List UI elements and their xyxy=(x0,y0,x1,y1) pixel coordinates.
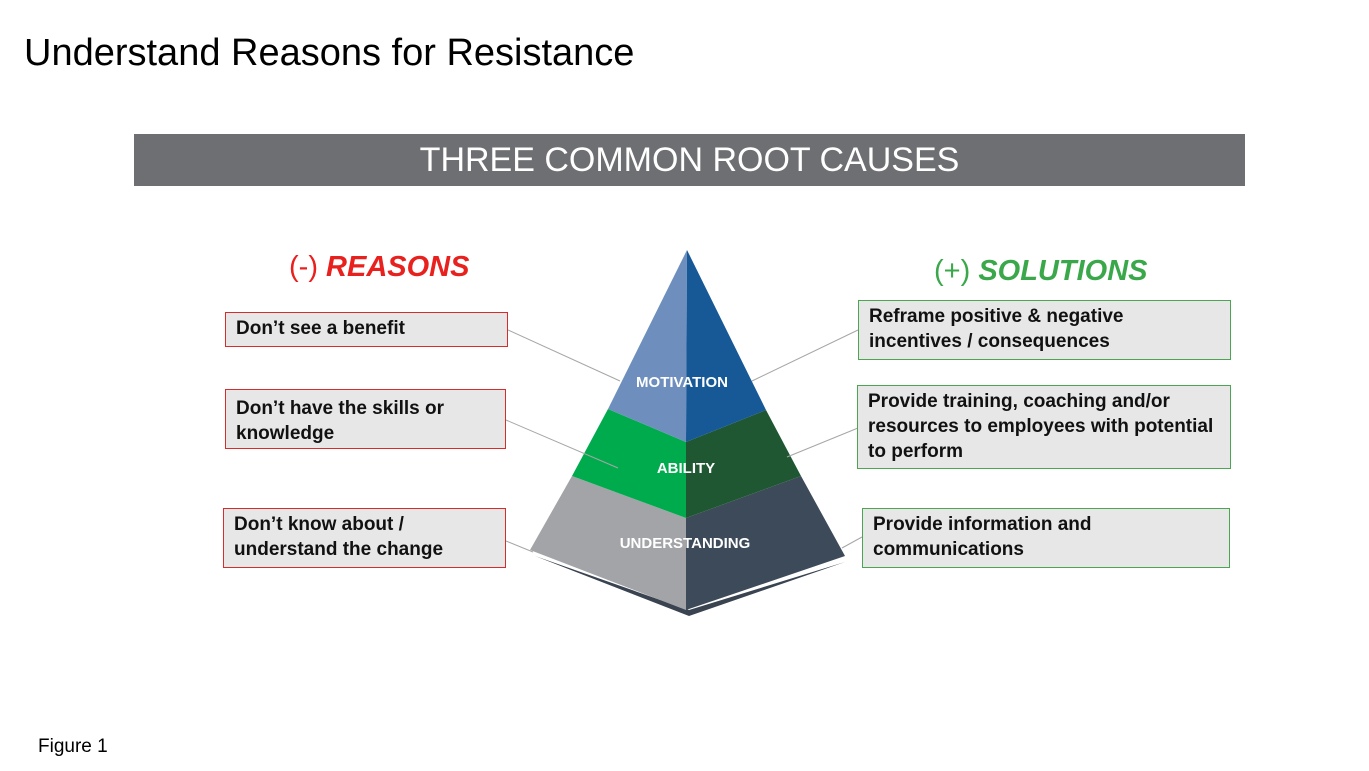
figure-caption: Figure 1 xyxy=(38,736,108,757)
connector-reason-1 xyxy=(507,329,621,382)
connector-reason-3 xyxy=(505,540,534,553)
understanding-right-face xyxy=(686,476,845,610)
ability-left-face xyxy=(572,409,686,518)
solution-box-understanding: Provide information and communications xyxy=(862,508,1230,568)
understanding-left-face xyxy=(530,476,686,610)
tier-label-ability: ABILITY xyxy=(657,460,715,477)
solutions-sign: (+) xyxy=(934,255,971,287)
solutions-label: SOLUTIONS xyxy=(978,255,1148,287)
motivation-right-face xyxy=(686,250,766,442)
solution-box-motivation: Reframe positive & negative incentives /… xyxy=(858,300,1231,360)
solution-text: Provide information and communications xyxy=(873,514,1092,560)
ability-right-face xyxy=(686,410,801,518)
reasons-heading: (-) REASONS xyxy=(289,251,469,284)
reason-text: Don’t know about / understand the change xyxy=(234,514,444,560)
reason-text: Don’t have the skills or knowledge xyxy=(236,398,444,444)
banner: THREE COMMON ROOT CAUSES xyxy=(134,134,1245,186)
reason-box-motivation: Don’t see a benefit xyxy=(225,312,508,347)
connector-solution-1 xyxy=(751,329,859,382)
reasons-sign: (-) xyxy=(289,251,318,283)
connector-reason-2 xyxy=(505,419,619,469)
reason-box-ability: Don’t have the skills or knowledge xyxy=(225,389,506,449)
motivation-left-face xyxy=(608,250,687,442)
solution-box-ability: Provide training, coaching and/or resour… xyxy=(857,385,1231,469)
reasons-label: REASONS xyxy=(326,251,470,283)
connector-solution-3 xyxy=(841,536,863,549)
connector-solution-2 xyxy=(786,427,859,458)
solution-text: Provide training, coaching and/or resour… xyxy=(868,391,1214,462)
tier-label-motivation: MOTIVATION xyxy=(636,374,728,391)
reason-text: Don’t see a benefit xyxy=(236,318,405,339)
tier-label-understanding: UNDERSTANDING xyxy=(620,535,751,552)
slide-title: Understand Reasons for Resistance xyxy=(24,32,635,74)
reason-box-understanding: Don’t know about / understand the change xyxy=(223,508,506,568)
solutions-heading: (+) SOLUTIONS xyxy=(934,255,1147,288)
solution-text: Reframe positive & negative incentives /… xyxy=(869,306,1124,352)
